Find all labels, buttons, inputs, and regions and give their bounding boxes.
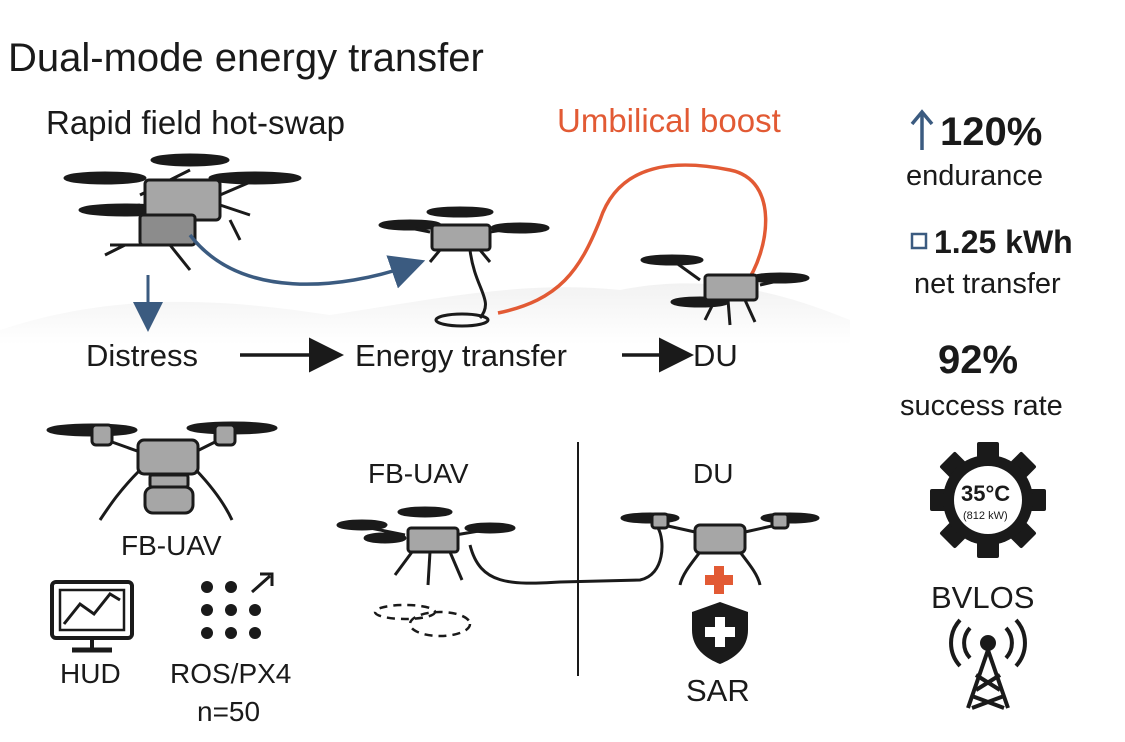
success-label: success rate [900, 390, 1063, 422]
energy-label: net transfer [914, 268, 1061, 300]
hot-swap-arrow [188, 233, 426, 289]
flow-step-du: DU [693, 338, 738, 373]
energy-value: 1.25 kWh [934, 224, 1073, 260]
bvlos-label: BVLOS [931, 580, 1035, 615]
du-drone-top [640, 254, 810, 326]
success-value: 92% [938, 338, 1019, 382]
sar-label: SAR [686, 673, 750, 708]
gear-icon [930, 442, 1046, 558]
hot-swap-label: Rapid field hot-swap [46, 104, 345, 141]
umbilical-tether [497, 163, 768, 315]
page-title: Dual-mode energy transfer [8, 36, 484, 80]
fb-uav-label: FB-UAV [121, 530, 222, 561]
flow-step-distress: Distress [86, 338, 198, 373]
fb-uav-panel-label: FB-UAV [368, 458, 469, 489]
tethered-drone [378, 206, 550, 328]
monitor-chart-icon [50, 580, 134, 653]
medical-cross-icon [705, 566, 733, 594]
endurance-label: endurance [906, 160, 1044, 192]
umbilical-label: Umbilical boost [557, 102, 781, 139]
hud-label: HUD [60, 658, 121, 689]
battery-square-icon [910, 232, 928, 250]
flow-step-energy-transfer: Energy transfer [355, 338, 567, 373]
background-hills [0, 283, 850, 345]
temperature-sub: (812 kW) [963, 510, 1008, 522]
endurance-value: 120% [940, 110, 1043, 154]
sample-size-label: n=50 [197, 696, 261, 727]
dot-grid-icon [201, 572, 274, 639]
shield-cross-icon [692, 602, 748, 664]
up-arrow-icon [910, 109, 934, 150]
fb-uav-drone [46, 421, 278, 521]
temperature-value: 35°C [961, 481, 1011, 506]
hot-swap-drone [63, 153, 302, 271]
du-panel-label: DU [693, 458, 734, 489]
radio-tower-icon [949, 618, 1027, 710]
du-drone-bottom [620, 512, 820, 586]
fb-uav-tethered-drone [336, 506, 664, 638]
ros-px4-label: ROS/PX4 [170, 658, 292, 689]
